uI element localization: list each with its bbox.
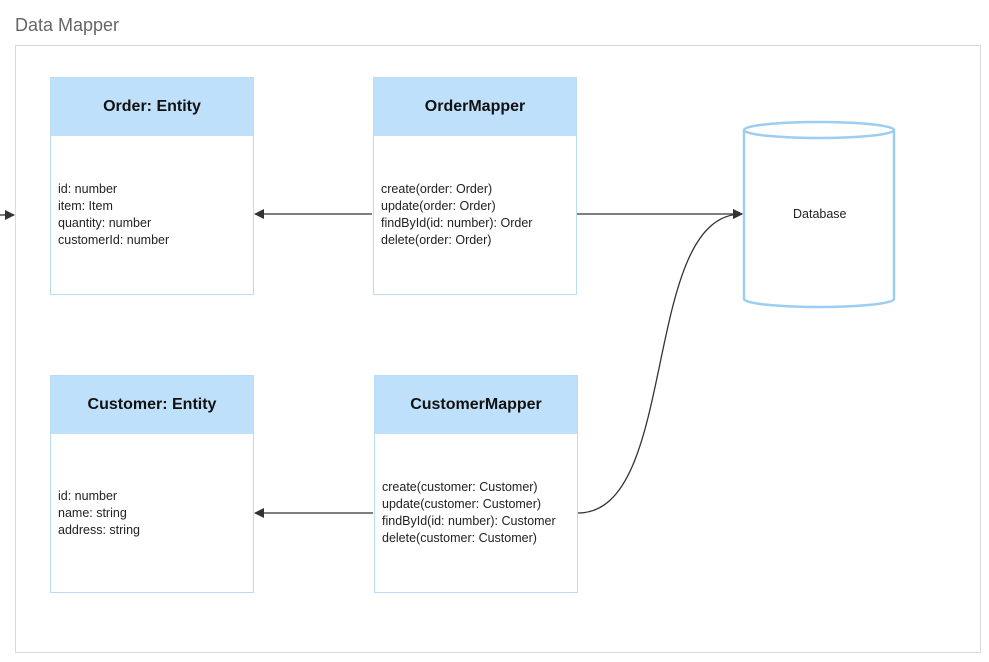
- order-entity-box[interactable]: Order: Entity id: number item: Item quan…: [50, 77, 254, 295]
- order-entity-field: id: number: [58, 182, 118, 196]
- customer-mapper-method: create(customer: Customer): [382, 480, 538, 494]
- order-mapper-method: create(order: Order): [381, 182, 493, 196]
- order-mapper-box[interactable]: OrderMapper create(order: Order) update(…: [373, 77, 577, 295]
- database-cylinder[interactable]: [742, 120, 896, 309]
- order-mapper-title: OrderMapper: [374, 78, 576, 136]
- customer-mapper-method: findById(id: number): Customer: [382, 514, 556, 528]
- diagram-canvas: [15, 45, 981, 653]
- customer-entity-box[interactable]: Customer: Entity id: number name: string…: [50, 375, 254, 593]
- database-label: Database: [793, 207, 847, 221]
- customer-entity-field: address: string: [58, 522, 140, 537]
- order-entity-field: quantity: number: [58, 216, 152, 230]
- order-mapper-method: findById(id: number): Order: [381, 216, 533, 230]
- customer-mapper-title: CustomerMapper: [375, 376, 577, 434]
- customer-entity-field: name: string: [58, 505, 127, 520]
- customer-mapper-box[interactable]: CustomerMapper create(customer: Customer…: [374, 375, 578, 593]
- order-mapper-method: update(order: Order): [381, 199, 496, 213]
- page-title: Data Mapper: [15, 15, 120, 35]
- customer-entity-title: Customer: Entity: [51, 376, 253, 434]
- order-entity-field: customerId: number: [58, 233, 170, 247]
- customer-mapper-method: update(customer: Customer): [382, 497, 542, 511]
- order-entity-title: Order: Entity: [51, 78, 253, 136]
- order-entity-field: item: Item: [58, 199, 113, 213]
- customer-mapper-method: delete(customer: Customer): [382, 531, 537, 545]
- customer-mapper-to-database-arrow: [577, 209, 743, 514]
- customer-entity-field: id: number: [58, 488, 118, 503]
- order-mapper-method: delete(order: Order): [381, 233, 492, 247]
